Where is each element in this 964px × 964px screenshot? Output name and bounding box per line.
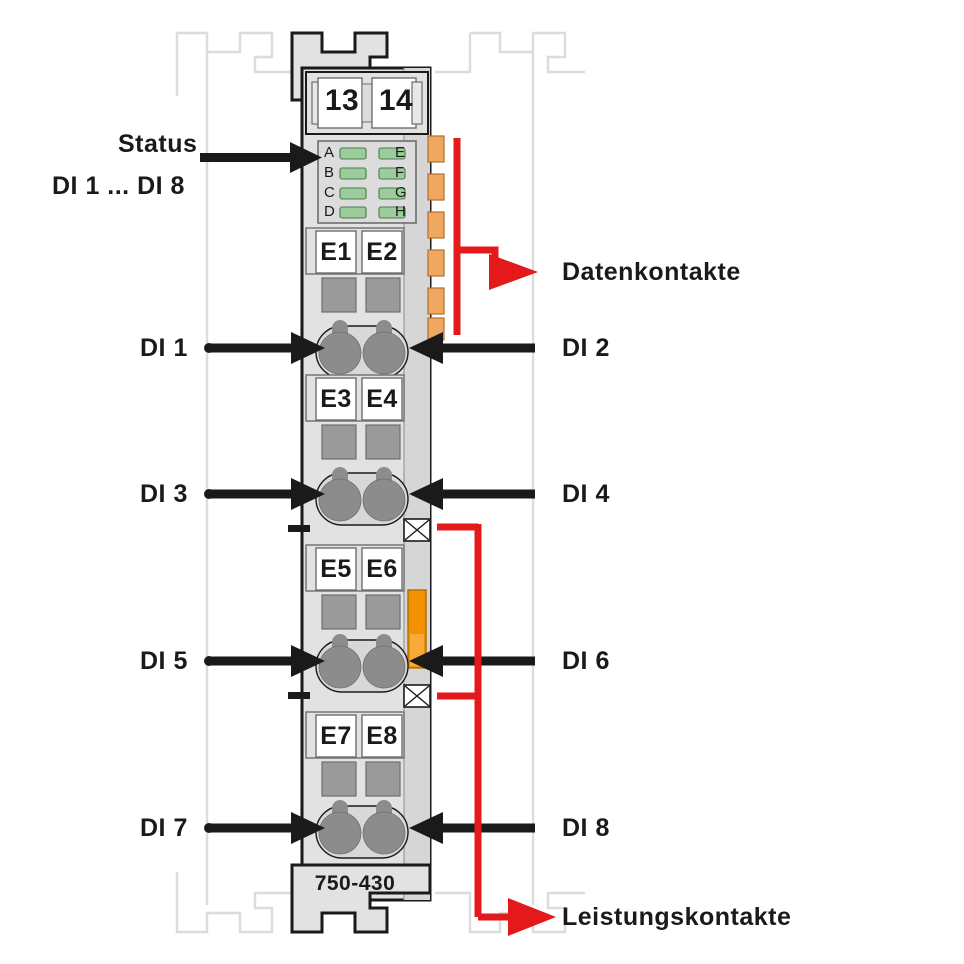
callout-label-status-range: DI 1 ... DI 8 xyxy=(52,172,185,200)
arrow-di6 xyxy=(409,645,535,677)
terminal-marker-e5: E5 xyxy=(320,555,352,583)
jumper-contact-marker-lower xyxy=(403,684,431,708)
callout-arrows-right xyxy=(409,332,535,844)
callout-data-contacts xyxy=(453,138,499,335)
jumper-contact-marker-upper xyxy=(403,518,431,542)
terminal-marker-e4: E4 xyxy=(366,385,398,413)
terminal-number-14: 14 xyxy=(378,84,414,117)
callout-power-contacts xyxy=(437,523,516,921)
terminal-number-13: 13 xyxy=(324,84,360,117)
led-label-e: E xyxy=(395,144,406,161)
terminal-group-1 xyxy=(305,227,409,379)
power-contact-strip xyxy=(407,589,427,669)
callout-label-di8: DI 8 xyxy=(562,814,610,842)
terminal-marker-e8: E8 xyxy=(366,722,398,750)
arrow-di7 xyxy=(204,812,325,844)
arrow-di8 xyxy=(409,812,535,844)
terminal-marker-e6: E6 xyxy=(366,555,398,583)
arrow-di4 xyxy=(409,478,535,510)
arrow-di5 xyxy=(204,645,325,677)
terminal-group-2 xyxy=(305,374,409,526)
arrow-di3 xyxy=(204,478,325,510)
callout-label-data-contacts: Datenkontakte xyxy=(562,258,741,286)
callout-label-di1: DI 1 xyxy=(140,334,188,362)
terminal-group-4 xyxy=(305,711,409,859)
led-label-c: C xyxy=(324,184,336,201)
led-group-right xyxy=(378,147,406,219)
callout-label-di4: DI 4 xyxy=(562,480,610,508)
callout-label-di5: DI 5 xyxy=(140,647,188,675)
arrow-di2 xyxy=(409,332,535,364)
led-label-f: F xyxy=(395,164,405,181)
led-label-a: A xyxy=(324,144,335,161)
callout-label-di7: DI 7 xyxy=(140,814,188,842)
module-bottom-interlock xyxy=(290,863,432,934)
led-label-g: G xyxy=(395,184,408,201)
terminal-marker-e1: E1 xyxy=(320,238,352,266)
terminal-marker-e7: E7 xyxy=(320,722,352,750)
arrow-status xyxy=(200,142,322,173)
callout-arrows-left xyxy=(200,142,325,844)
callout-label-di3: DI 3 xyxy=(140,480,188,508)
led-label-b: B xyxy=(324,164,335,181)
callout-label-di6: DI 6 xyxy=(562,647,610,675)
arrow-di1 xyxy=(204,332,325,364)
module-part-number: 750-430 xyxy=(314,872,396,895)
callout-label-power-contacts: Leistungskontakte xyxy=(562,903,792,931)
status-led-panel xyxy=(317,140,417,224)
top-terminal-block xyxy=(305,71,429,135)
led-group-left xyxy=(339,147,367,219)
callout-label-di2: DI 2 xyxy=(562,334,610,362)
terminal-marker-e3: E3 xyxy=(320,385,352,413)
terminal-group-3 xyxy=(305,544,409,693)
led-label-h: H xyxy=(395,203,407,220)
arrow-power-contacts xyxy=(508,898,556,936)
callout-label-status: Status xyxy=(118,130,198,158)
ghost-neighbour-modules xyxy=(175,31,585,934)
led-label-d: D xyxy=(324,203,336,220)
arrow-data-contacts xyxy=(489,254,538,290)
terminal-marker-e2: E2 xyxy=(366,238,398,266)
